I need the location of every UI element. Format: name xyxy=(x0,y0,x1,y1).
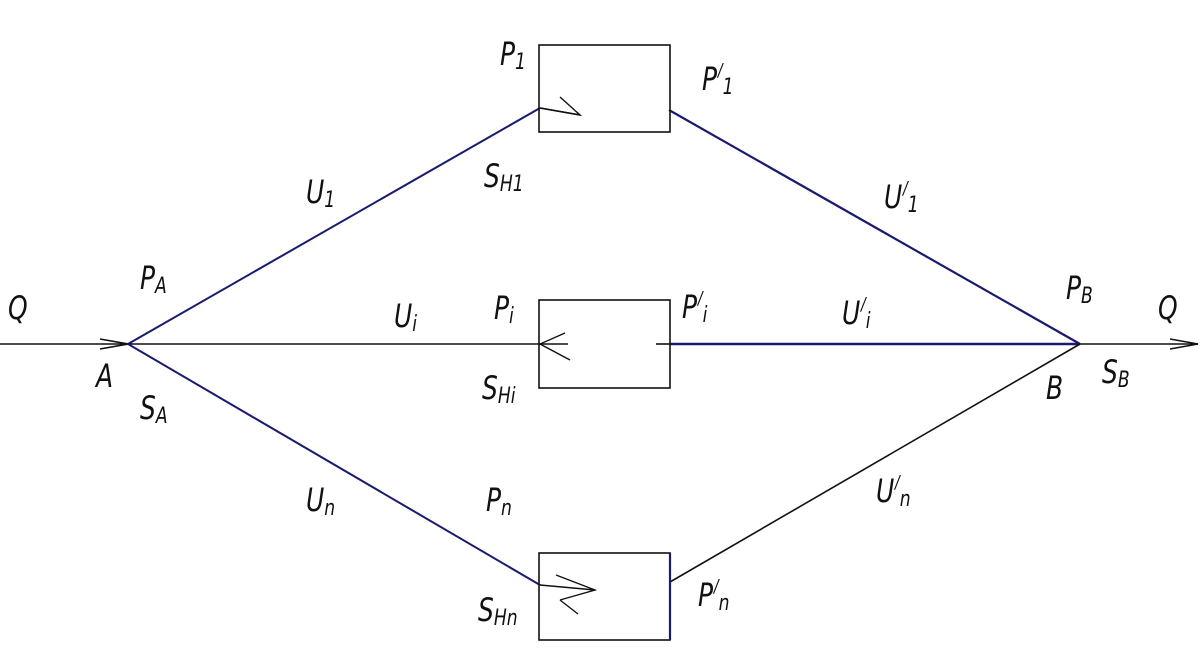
node-a-label: A xyxy=(96,357,114,395)
node-box-1 xyxy=(538,44,671,133)
node-b-label: B xyxy=(1046,369,1064,407)
supply-hi-label: SHi xyxy=(482,369,516,409)
direction-arrow-1-shaft xyxy=(539,107,581,116)
velocity-i-label: Ui xyxy=(394,297,418,337)
supply-b-label: SB xyxy=(1102,353,1130,393)
supply-a-label: SA xyxy=(140,389,168,429)
pressure-i-label: Pi xyxy=(494,289,514,329)
pressure-1-label: P1 xyxy=(500,35,526,75)
pressure-a-label: PA xyxy=(140,259,167,299)
direction-arrow-n-tail xyxy=(559,599,579,615)
pressure-i-prime-label: P/i xyxy=(682,288,708,328)
flow-in-label: Q xyxy=(8,289,28,327)
velocity-n-label: Un xyxy=(306,481,336,521)
pipe-u1-prime xyxy=(668,109,1081,345)
direction-arrow-i xyxy=(538,332,571,361)
velocity-1-prime-label: U/1 xyxy=(884,178,919,218)
direction-arrow-1 xyxy=(539,96,583,117)
node-box-n xyxy=(538,552,671,641)
velocity-n-prime-label: U/n xyxy=(876,472,911,512)
velocity-1-label: U1 xyxy=(306,173,336,213)
pipe-un xyxy=(127,343,541,586)
outlet-arrowhead xyxy=(1169,338,1199,350)
pipe-u1 xyxy=(127,107,541,345)
pressure-b-label: PB xyxy=(1066,269,1093,309)
pipe-un-prime xyxy=(669,343,1081,583)
pressure-n-prime-label: P/n xyxy=(698,576,730,616)
flow-out-label: Q xyxy=(1158,289,1178,327)
direction-arrow-n-shaft xyxy=(539,584,596,591)
supply-h1-label: SH1 xyxy=(484,157,524,197)
velocity-i-prime-label: U/i xyxy=(842,294,871,334)
pressure-n-label: Pn xyxy=(486,481,512,521)
supply-hn-label: SHn xyxy=(478,591,518,631)
pressure-1-prime-label: P/1 xyxy=(702,60,734,100)
